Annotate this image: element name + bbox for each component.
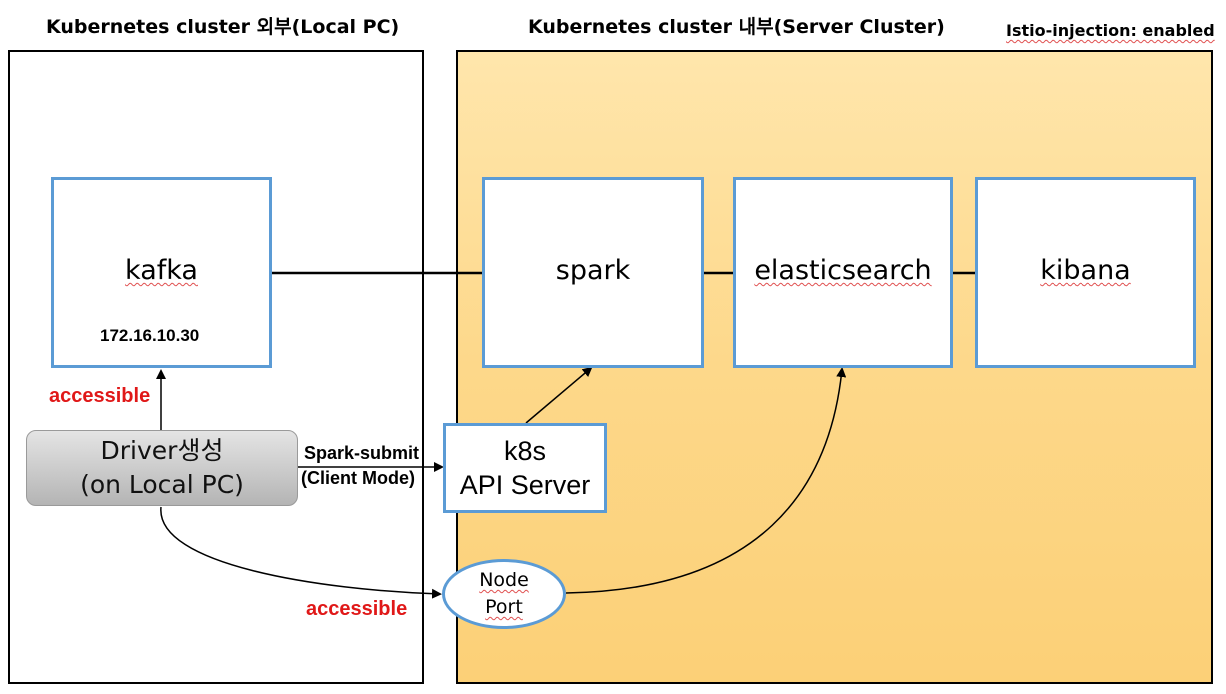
spark-submit-label-line2: (Client Mode) [301, 468, 415, 488]
kafka-ip-address: 172.16.10.30 [100, 326, 200, 345]
spark-submit-label: Spark-submit (Client Mode) [301, 441, 420, 491]
api-server-label-line2: API Server [459, 470, 591, 500]
elasticsearch-label: elasticsearch [754, 255, 932, 286]
istio-injection-label: Istio-injection: enabled [1006, 21, 1215, 40]
driver-label-line2: (on Local PC) [80, 470, 244, 499]
accessible-kafka-label: accessible [49, 385, 151, 407]
elasticsearch-node: elasticsearch [733, 177, 953, 368]
driver-node: Driver생성 (on Local PC) [26, 430, 298, 506]
nodeport-label-line1: Node [479, 569, 529, 591]
nodeport-label-line2: Port [485, 596, 523, 618]
spark-node: spark [482, 177, 704, 368]
spark-label: spark [555, 255, 631, 286]
spark-submit-label-line1: Spark-submit [304, 443, 420, 463]
inside-cluster-title: Kubernetes cluster 내부(Server Cluster) [528, 16, 945, 38]
accessible-nodeport-label: accessible [306, 598, 408, 620]
api-server-label-line1: k8s [503, 436, 547, 466]
kafka-label: kafka [125, 255, 198, 286]
kafka-node: kafka [51, 177, 272, 368]
api-server-node: k8s API Server [443, 423, 607, 513]
driver-label-line1: Driver생성 [100, 436, 224, 465]
outside-cluster-title: Kubernetes cluster 외부(Local PC) [46, 16, 400, 38]
kibana-node: kibana [975, 177, 1196, 368]
kibana-label: kibana [1040, 255, 1131, 286]
nodeport-node: Node Port [442, 559, 566, 629]
